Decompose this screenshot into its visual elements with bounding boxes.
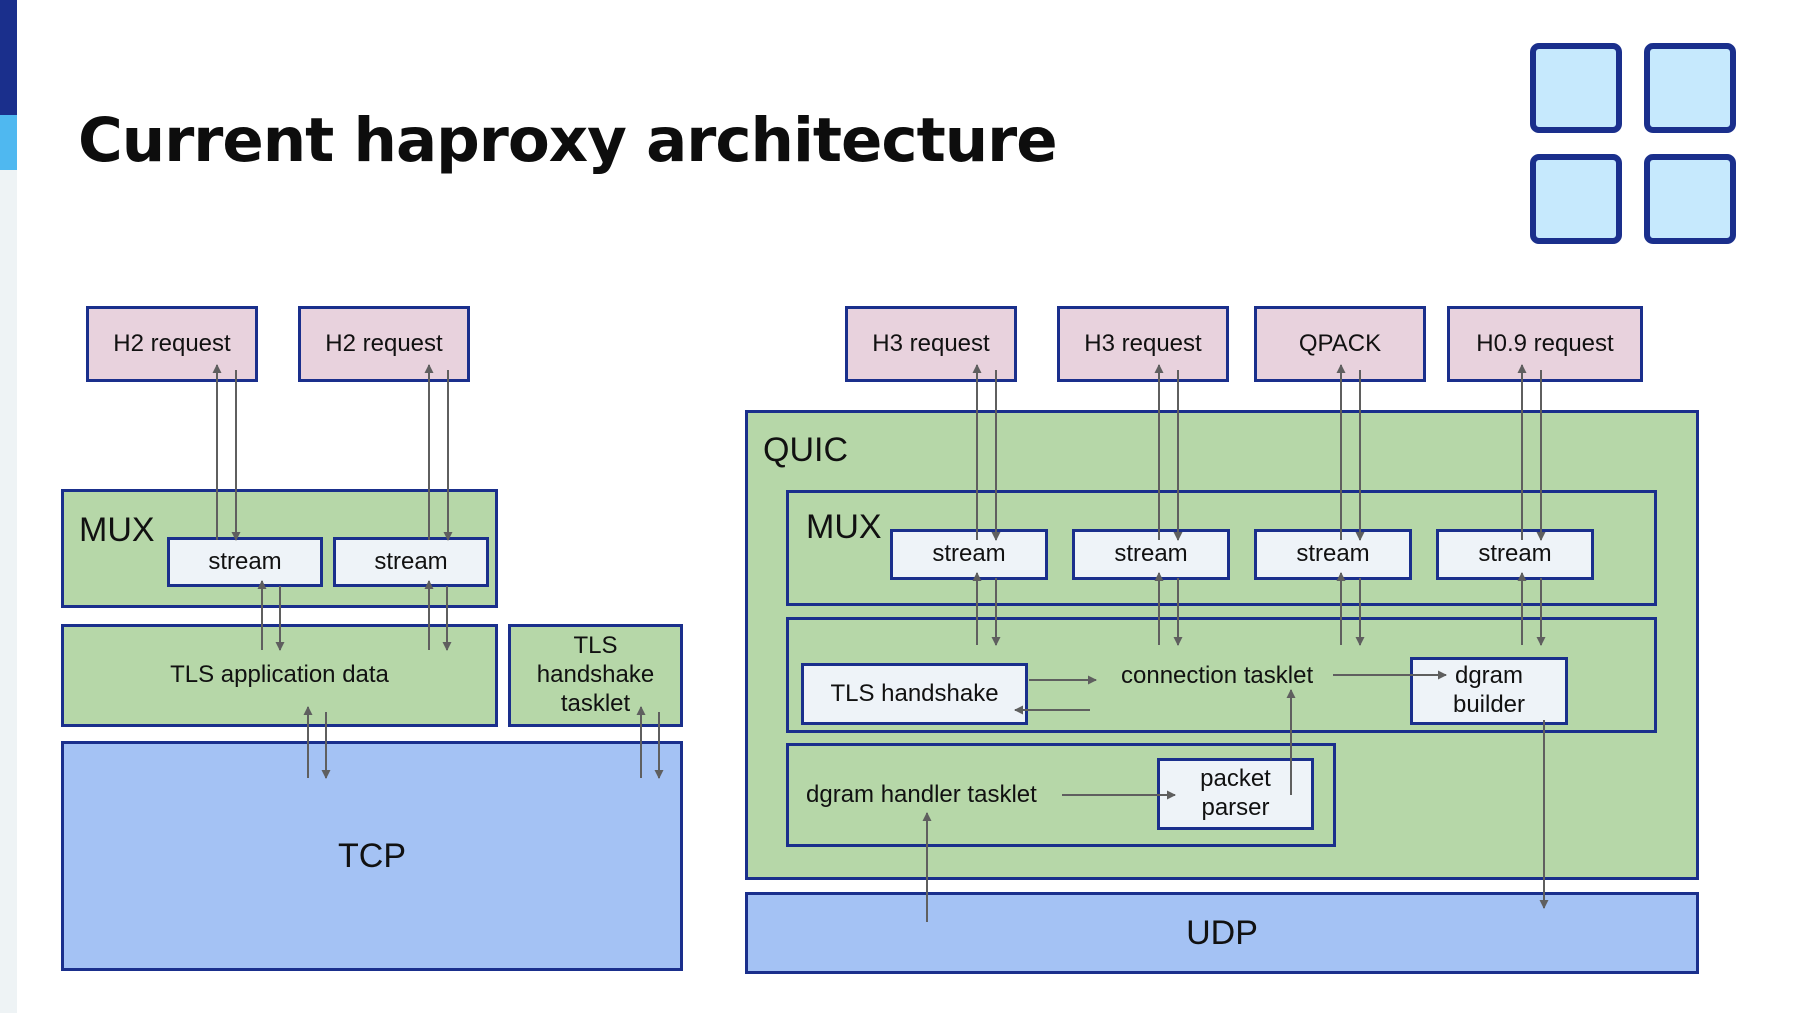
udp-label: UDP xyxy=(1186,913,1258,952)
tcp-mux-label: MUX xyxy=(79,511,155,549)
quic-stream-3: stream xyxy=(1254,529,1412,580)
left-accent-light-segment xyxy=(0,115,17,170)
h3-request-2: H3 request xyxy=(1057,306,1229,382)
quic-mux-label: MUX xyxy=(806,508,882,546)
quic-label: QUIC xyxy=(763,431,848,469)
tls-handshake-label: TLS handshake xyxy=(830,679,999,707)
dgram-handler-tasklet-box xyxy=(786,743,1336,847)
tls-handshake-tasklet-label-line2: handshake xyxy=(536,661,655,689)
h2-request-1: H2 request xyxy=(86,306,258,382)
h3-request-1-label: H3 request xyxy=(872,329,990,357)
tcp-layer: TCP xyxy=(61,741,683,971)
logo-square-top-left xyxy=(1530,43,1622,133)
tcp-label: TCP xyxy=(338,836,406,875)
left-accent-dark-segment xyxy=(0,0,17,115)
h3-request-2-label: H3 request xyxy=(1084,329,1202,357)
tls-handshake-tasklet-label-line1: TLS xyxy=(573,632,618,660)
tls-handshake-tasklet-box: TLS handshake tasklet xyxy=(508,624,683,727)
dgram-handler-tasklet-label: dgram handler tasklet xyxy=(806,781,1037,808)
logo-square-bottom-left xyxy=(1530,154,1622,244)
quic-stream-4: stream xyxy=(1436,529,1594,580)
tls-application-data-label: TLS application data xyxy=(170,661,389,689)
h3-request-1: H3 request xyxy=(845,306,1017,382)
logo-square-top-right xyxy=(1644,43,1736,133)
quic-stream-3-label: stream xyxy=(1296,540,1370,568)
h2-request-1-label: H2 request xyxy=(113,329,231,357)
quic-mux-box xyxy=(786,490,1657,606)
left-accent-bar xyxy=(0,0,17,1013)
packet-parser-label-line1: packet xyxy=(1200,765,1271,793)
qpack-label: QPACK xyxy=(1298,329,1382,357)
tcp-stream-1: stream xyxy=(167,537,323,587)
h2-request-2-label: H2 request xyxy=(325,329,443,357)
connection-tasklet-box xyxy=(786,617,1657,733)
slide-title: Current haproxy architecture xyxy=(78,105,1058,176)
h09-request: H0.9 request xyxy=(1447,306,1643,382)
logo-square-bottom-right xyxy=(1644,154,1736,244)
packet-parser-box: packet parser xyxy=(1157,758,1314,830)
tcp-stream-2: stream xyxy=(333,537,489,587)
quic-stream-2: stream xyxy=(1072,529,1230,580)
h2-request-2: H2 request xyxy=(298,306,470,382)
four-squares-grid-icon xyxy=(1530,43,1748,255)
dgram-builder-box: dgram builder xyxy=(1410,657,1568,725)
quic-stream-2-label: stream xyxy=(1114,540,1188,568)
connection-tasklet-label: connection tasklet xyxy=(1121,662,1314,689)
packet-parser-label-line2: parser xyxy=(1201,794,1270,821)
tcp-stream-1-label: stream xyxy=(208,547,282,575)
dgram-builder-label-line2: builder xyxy=(1452,691,1526,718)
tls-handshake-box: TLS handshake xyxy=(801,663,1028,725)
quic-stream-1-label: stream xyxy=(932,540,1006,568)
quic-stream-4-label: stream xyxy=(1478,540,1552,568)
tcp-stream-2-label: stream xyxy=(374,547,448,575)
tls-handshake-tasklet-label-line3: tasklet xyxy=(560,689,631,717)
tls-application-data-box: TLS application data xyxy=(61,624,498,727)
quic-stream-1: stream xyxy=(890,529,1048,580)
h09-request-label: H0.9 request xyxy=(1476,329,1614,357)
dgram-builder-label-line1: dgram xyxy=(1454,662,1524,690)
